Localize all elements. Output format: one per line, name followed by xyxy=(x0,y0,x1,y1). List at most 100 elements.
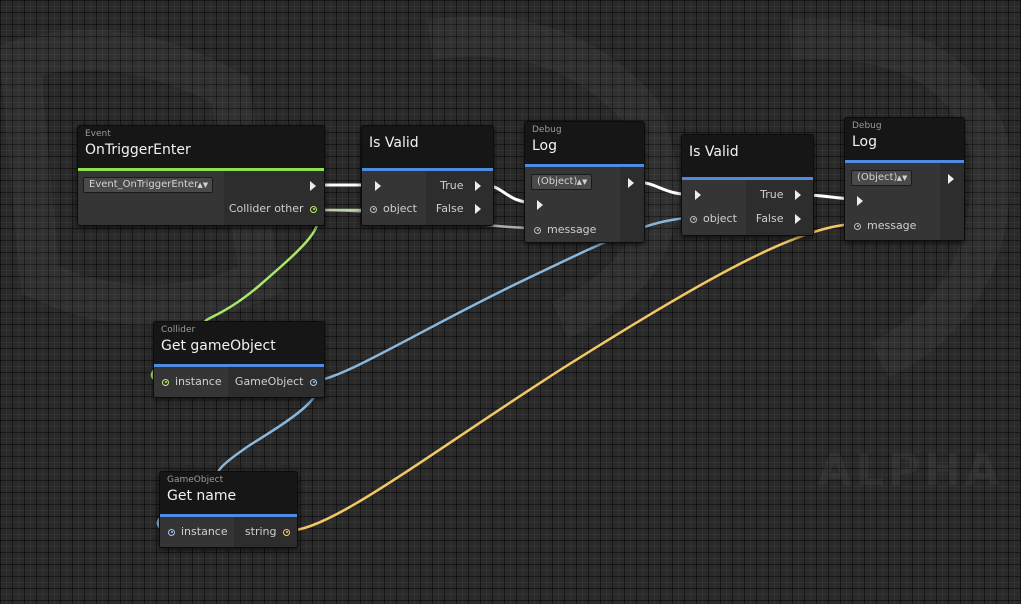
flow-arrow-icon xyxy=(475,204,481,214)
port-label: True xyxy=(440,179,464,192)
node-get-game-object[interactable]: Collider Get gameObject instance GameObj… xyxy=(153,321,325,398)
object-input[interactable]: object xyxy=(370,202,417,216)
port-label: False xyxy=(435,202,464,215)
node-is-valid-2[interactable]: Is Valid object True False xyxy=(681,134,814,236)
port-label: Collider other xyxy=(228,202,304,215)
node-get-name[interactable]: GameObject Get name instance string xyxy=(159,471,298,548)
port-label: False xyxy=(755,212,784,225)
instance-input[interactable]: instance xyxy=(168,525,228,539)
false-output[interactable]: False xyxy=(756,212,801,226)
port-label: True xyxy=(760,188,784,201)
false-output[interactable]: False xyxy=(436,202,481,216)
node-header[interactable]: Collider Get gameObject xyxy=(154,322,324,364)
alpha-watermark: ALPHA xyxy=(818,445,1003,496)
flow-arrow-icon xyxy=(857,196,863,206)
flow-output-port[interactable] xyxy=(948,172,954,186)
flow-output-port[interactable] xyxy=(628,176,634,190)
port-label: instance xyxy=(181,525,228,538)
port-label: object xyxy=(703,212,737,225)
message-input[interactable]: message xyxy=(854,219,916,233)
flow-arrow-icon xyxy=(475,181,481,191)
flow-input-port[interactable] xyxy=(537,198,543,212)
node-title: Is Valid xyxy=(369,135,419,151)
log-overload-value: (Object) xyxy=(537,176,578,187)
node-header[interactable]: Debug Log xyxy=(525,122,644,164)
port-label: instance xyxy=(175,375,222,388)
port-label: string xyxy=(244,525,277,538)
port-dot-icon[interactable] xyxy=(370,205,377,213)
flow-arrow-icon xyxy=(948,174,954,184)
flow-input-port[interactable] xyxy=(857,194,863,208)
node-category: Debug xyxy=(532,125,562,135)
value-connection-gameobject-to-isvalid2 xyxy=(311,216,694,383)
message-input[interactable]: message xyxy=(534,223,596,237)
port-dot-icon[interactable] xyxy=(854,222,861,230)
object-input[interactable]: object xyxy=(690,212,737,226)
port-label: object xyxy=(383,202,417,215)
dropdown-caret-icon: ▲▼ xyxy=(576,178,588,186)
node-is-valid-1[interactable]: Is Valid object True False xyxy=(361,125,494,226)
event-dropdown[interactable]: Event_OnTriggerEnter ▲▼ xyxy=(83,177,214,193)
flow-arrow-icon xyxy=(628,178,634,188)
log-overload-dropdown[interactable]: (Object) ▲▼ xyxy=(851,170,913,186)
flow-arrow-icon xyxy=(537,200,543,210)
gameobject-output[interactable]: GameObject xyxy=(235,375,317,389)
node-log-1[interactable]: Debug Log (Object) ▲▼ message xyxy=(524,121,645,243)
node-header[interactable]: GameObject Get name xyxy=(160,472,297,514)
node-color-bar xyxy=(845,160,964,163)
port-label: message xyxy=(867,219,917,232)
node-title: Log xyxy=(532,138,558,154)
string-output[interactable]: string xyxy=(245,525,290,539)
port-dot-icon[interactable] xyxy=(162,378,169,386)
node-category: Debug xyxy=(852,121,882,131)
node-color-bar xyxy=(682,177,813,180)
node-header[interactable]: Is Valid xyxy=(362,126,493,168)
port-label: GameObject xyxy=(234,375,304,388)
value-connection-string-to-log2 xyxy=(285,222,859,533)
node-title: Get gameObject xyxy=(161,338,276,354)
flow-input-port[interactable] xyxy=(695,188,701,202)
node-color-bar xyxy=(362,168,493,171)
port-dot-icon[interactable] xyxy=(283,528,290,536)
flow-arrow-icon xyxy=(695,190,701,200)
dropdown-caret-icon: ▲▼ xyxy=(896,174,908,182)
node-title: Get name xyxy=(167,488,237,504)
flow-arrow-icon xyxy=(795,190,801,200)
flow-output-port[interactable] xyxy=(310,179,316,193)
dropdown-caret-icon: ▲▼ xyxy=(197,181,209,189)
node-title: OnTriggerEnter xyxy=(85,142,191,158)
port-dot-icon[interactable] xyxy=(310,205,317,213)
node-category: GameObject xyxy=(167,475,224,485)
node-header[interactable]: Event OnTriggerEnter xyxy=(78,126,324,168)
node-color-bar xyxy=(154,364,324,367)
flow-arrow-icon xyxy=(310,181,316,191)
collider-other-output[interactable]: Collider other xyxy=(229,202,317,216)
node-header[interactable]: Debug Log xyxy=(845,118,964,160)
node-header[interactable]: Is Valid xyxy=(682,135,813,177)
port-dot-icon[interactable] xyxy=(534,226,541,234)
port-dot-icon[interactable] xyxy=(690,215,697,223)
log-overload-value: (Object) xyxy=(857,172,898,183)
node-category: Event xyxy=(85,129,111,139)
true-output[interactable]: True xyxy=(440,179,481,193)
node-title: Log xyxy=(852,134,878,150)
flow-arrow-icon xyxy=(795,214,801,224)
node-category: Collider xyxy=(161,325,196,335)
event-dropdown-value: Event_OnTriggerEnter xyxy=(89,179,199,190)
true-output[interactable]: True xyxy=(760,188,801,202)
value-connection-collider-to-getgameobject xyxy=(203,208,320,324)
port-dot-icon[interactable] xyxy=(310,378,317,386)
instance-input[interactable]: instance xyxy=(162,375,222,389)
node-on-trigger-enter[interactable]: Event OnTriggerEnter Event_OnTriggerEnte… xyxy=(77,125,325,226)
node-color-bar xyxy=(160,514,297,517)
flow-arrow-icon xyxy=(375,181,381,191)
log-overload-dropdown[interactable]: (Object) ▲▼ xyxy=(531,174,593,190)
node-log-2[interactable]: Debug Log (Object) ▲▼ message xyxy=(844,117,965,241)
node-color-bar xyxy=(525,164,644,167)
node-color-bar xyxy=(78,168,324,171)
port-dot-icon[interactable] xyxy=(168,528,175,536)
node-title: Is Valid xyxy=(689,144,739,160)
port-label: message xyxy=(547,223,597,236)
flow-input-port[interactable] xyxy=(375,179,381,193)
